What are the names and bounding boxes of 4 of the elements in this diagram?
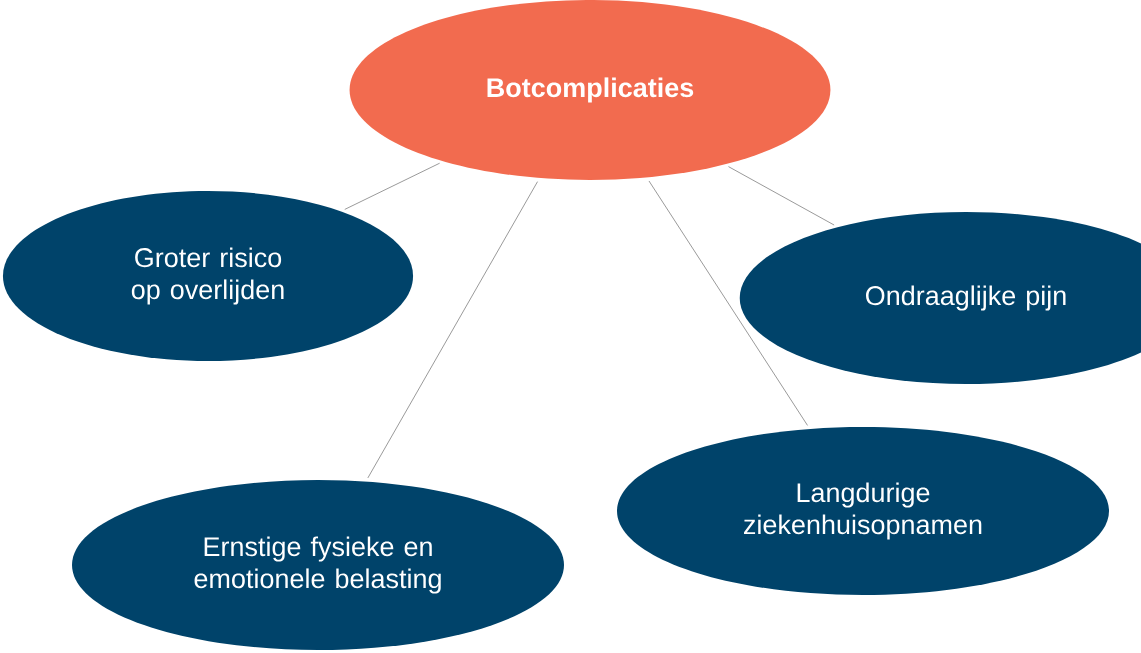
connector-line (344, 162, 441, 210)
connector-line (648, 180, 808, 426)
connector-line (728, 166, 835, 226)
connector-line (367, 181, 538, 479)
